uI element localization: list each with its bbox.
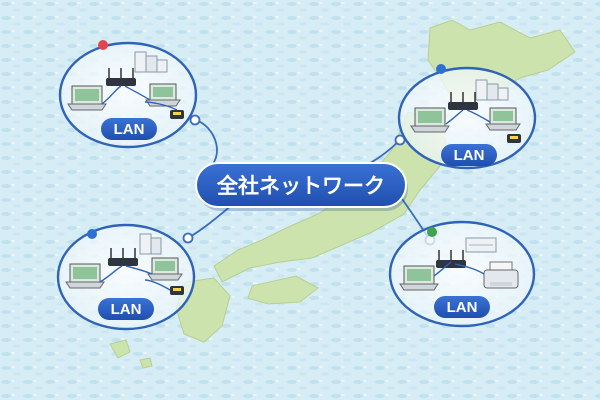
hub-label: 全社ネットワーク (216, 174, 385, 198)
lan-site-bottom-left: LAN (56, 223, 196, 331)
connector-node-bottom-left (182, 232, 194, 244)
lan-pill (101, 118, 157, 140)
printer-icon (483, 261, 519, 289)
lan-label: LAN (447, 299, 478, 316)
southern-islands (109, 339, 153, 369)
server-icon (465, 237, 497, 253)
shikoku-landmass (247, 275, 319, 305)
laptop-icon (65, 263, 105, 289)
laptop-icon (67, 85, 107, 111)
lan-pill (441, 144, 497, 166)
lan-label: LAN (111, 301, 142, 318)
status-dot (98, 40, 108, 50)
server-icon (475, 79, 509, 101)
lan-site-top-left: LAN (58, 40, 198, 149)
terminal-icon (170, 286, 184, 295)
connector-node-top-left (189, 114, 201, 126)
terminal-icon (507, 134, 521, 143)
router-icon (448, 92, 478, 110)
laptop-icon (410, 107, 450, 133)
lan-label: LAN (454, 147, 485, 164)
lan-bubble (388, 220, 536, 328)
terminal-icon (170, 110, 184, 119)
lan-cables (101, 85, 178, 111)
laptop-icon (145, 83, 181, 107)
lan-pill (434, 296, 490, 318)
status-dot (427, 227, 437, 237)
hub: 全社ネットワーク (195, 162, 408, 211)
server-icon (139, 233, 162, 255)
router-icon (436, 250, 466, 268)
lan-site-top-right: LAN (397, 64, 537, 170)
laptop-icon (399, 265, 439, 291)
lan-cables (433, 261, 485, 277)
lan-label: LAN (114, 121, 145, 138)
router-icon (108, 248, 138, 266)
lan-cables (445, 109, 491, 125)
laptop-icon (485, 107, 521, 131)
status-dot (436, 64, 446, 74)
router-icon (106, 68, 136, 86)
lan-site-bottom-right: LAN (388, 220, 536, 328)
laptop-icon (147, 257, 183, 281)
lan-pill (98, 298, 154, 320)
hub-pill (195, 162, 407, 208)
status-dot (87, 229, 97, 239)
lan-cables (99, 265, 171, 291)
server-icon (134, 51, 168, 73)
